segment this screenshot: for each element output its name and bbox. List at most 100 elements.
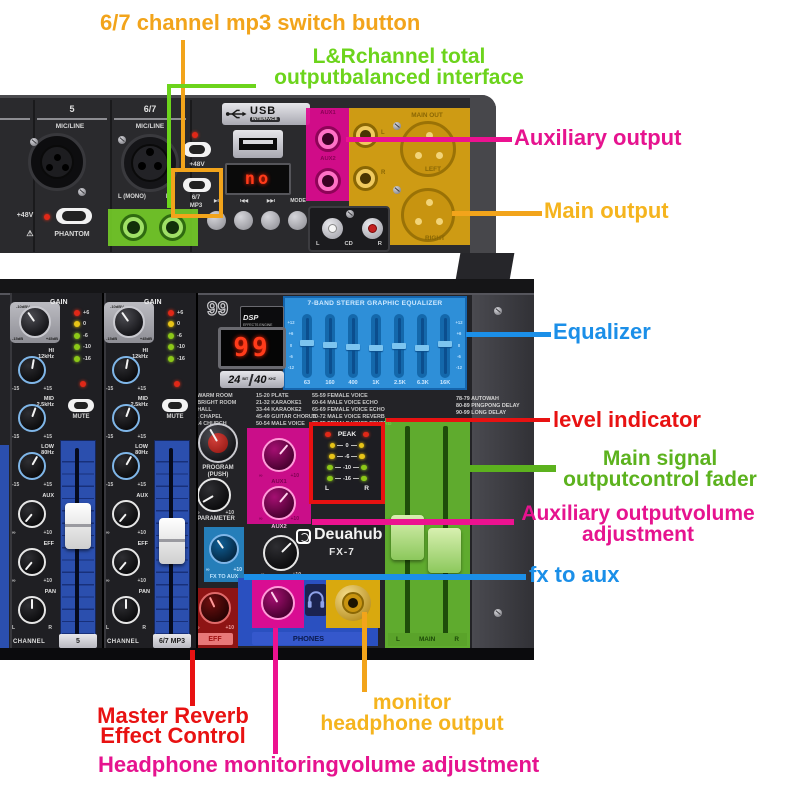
pan-label: PAN xyxy=(44,589,56,595)
level-led xyxy=(329,453,335,460)
annotation-main-output: Main output xyxy=(544,198,669,223)
mixer-back-side-face xyxy=(470,95,496,253)
callout-line-level-indicator xyxy=(386,418,550,422)
mid-label: MID xyxy=(43,396,54,402)
annotation-level-indicator: level indicator xyxy=(553,407,701,432)
annotation-mp3-switch: 6/7 channel mp3 switch button xyxy=(100,10,421,35)
divider xyxy=(190,100,192,252)
eq-band: 160 xyxy=(323,314,337,386)
mute-label: MUTE xyxy=(166,414,184,420)
panel-bottom-edge xyxy=(0,648,534,660)
r-jack-hole xyxy=(166,221,179,234)
right-xlr-output xyxy=(401,188,455,242)
ch67-pin-hole xyxy=(146,148,154,156)
eq-band: 400 xyxy=(346,314,360,386)
level-led xyxy=(359,453,365,460)
gain-min-label: -15dB xyxy=(106,336,118,341)
eq-tick: -6 xyxy=(289,353,293,359)
screw xyxy=(393,122,401,130)
annotation-line: adjustment xyxy=(581,523,694,546)
annotation-aux-volume: Auxiliary outputvolume adjustment xyxy=(512,503,764,545)
eff-label: EFF xyxy=(43,541,54,547)
usb-port-tongue xyxy=(243,140,273,144)
scale-max: +15 xyxy=(137,386,146,392)
warning-icon: ⚠ xyxy=(26,229,34,238)
phantom-led xyxy=(44,214,50,220)
dsp-99-logo: 99 xyxy=(206,298,229,320)
ch5-48v-label: +48V xyxy=(16,212,34,219)
eq-fader-thumb xyxy=(392,343,406,349)
meter-led xyxy=(168,332,174,339)
scale-min: -15 xyxy=(12,386,20,392)
eq-tick: +6 xyxy=(288,331,294,337)
scale-min: ∞ xyxy=(106,530,110,536)
effect-item: 65-69 FEMALE VOICE ECHO xyxy=(312,406,385,413)
annotation-line: Effect Control xyxy=(100,723,246,748)
eq-tick: -12 xyxy=(287,365,295,370)
pan-r: R xyxy=(142,625,146,631)
main-l-jack-hole xyxy=(360,130,371,141)
ch5-pin-hole xyxy=(46,164,53,171)
eq-fader-thumb xyxy=(300,340,314,346)
scale-max: +15 xyxy=(137,434,146,440)
hi-freq-label: 12kHz xyxy=(132,354,148,361)
effect-item: 55-59 FEMALE VOICE xyxy=(312,393,368,399)
eq-scale-right: +12 +6 0 -6 -12 xyxy=(453,320,465,370)
annotation-line: outputcontrol fader xyxy=(563,468,757,491)
meter-led xyxy=(74,332,80,339)
annotation-main-fader: Main signal outputcontrol fader xyxy=(556,448,764,490)
phantom-label: PHANTOM xyxy=(54,231,90,238)
annotation-headphone-volume: Headphone monitoringvolume adjustment xyxy=(98,752,540,777)
ch67-pin-hole xyxy=(138,162,146,170)
annotation-line: monitor xyxy=(372,691,452,714)
scale-max: +10 xyxy=(43,530,52,536)
hi-label: HI xyxy=(48,348,55,354)
aux-send-knob xyxy=(112,500,140,528)
aux-send-knob xyxy=(18,500,46,528)
cd-r-label: R xyxy=(377,241,382,247)
xlr-pin xyxy=(436,218,443,225)
mute-led xyxy=(80,381,86,387)
level-row-label: -10 xyxy=(342,464,352,471)
main-l-label: L xyxy=(381,130,385,136)
annotation-line: headphone output xyxy=(320,712,504,735)
pan-knob xyxy=(18,596,46,624)
eq-tick: 0 xyxy=(289,342,293,348)
eff-send-knob xyxy=(112,548,140,576)
eq-tick: +12 xyxy=(287,320,295,325)
next-track-icon: ▶▶I xyxy=(266,198,276,203)
aux2-jack-hole xyxy=(322,175,334,187)
scale-min: -15 xyxy=(12,434,20,440)
mid-freq-label: 2.5kHz xyxy=(130,402,148,409)
scale-max: +15 xyxy=(43,434,52,440)
channel-fader-panel xyxy=(60,440,96,648)
callout-line-aux-volume xyxy=(312,519,514,525)
eq-tick: +6 xyxy=(456,331,462,337)
gain-ref-label: -10dBV xyxy=(110,304,124,309)
eq-freq-label: 63 xyxy=(303,380,311,386)
level-led xyxy=(327,464,333,471)
phones-volume-highlight xyxy=(252,580,304,628)
effect-item: 21-32 KARAOKE1 xyxy=(256,399,302,406)
callout-box-mp3-switch xyxy=(171,168,223,218)
aux1-label: AUX1 xyxy=(320,110,336,116)
scale-min: ∞ xyxy=(259,516,263,522)
aux1-jack-hole xyxy=(322,133,334,145)
eq-freq-label: 16K xyxy=(440,380,451,386)
aux2-knob-label: AUX2 xyxy=(271,524,287,530)
screw xyxy=(78,188,86,196)
hi-freq-label: 12kHz xyxy=(38,354,54,361)
scale-max: +15 xyxy=(137,482,146,488)
level-led xyxy=(358,442,365,449)
xlr-pin xyxy=(415,218,422,225)
eq-fader-thumb xyxy=(323,342,337,348)
fx-to-aux-knob xyxy=(209,534,239,564)
callout-line-lr-v xyxy=(167,84,171,208)
aux-label: AUX xyxy=(136,493,148,499)
channel-fader-panel xyxy=(154,440,190,648)
lr-output-highlight xyxy=(108,209,198,246)
low-freq-label: 80Hz xyxy=(41,450,54,457)
main-r-fader-label: R xyxy=(454,636,459,643)
eq-scale-left: +12 +6 0 -6 -12 xyxy=(285,320,297,370)
mp3-display-value: no xyxy=(244,169,272,189)
